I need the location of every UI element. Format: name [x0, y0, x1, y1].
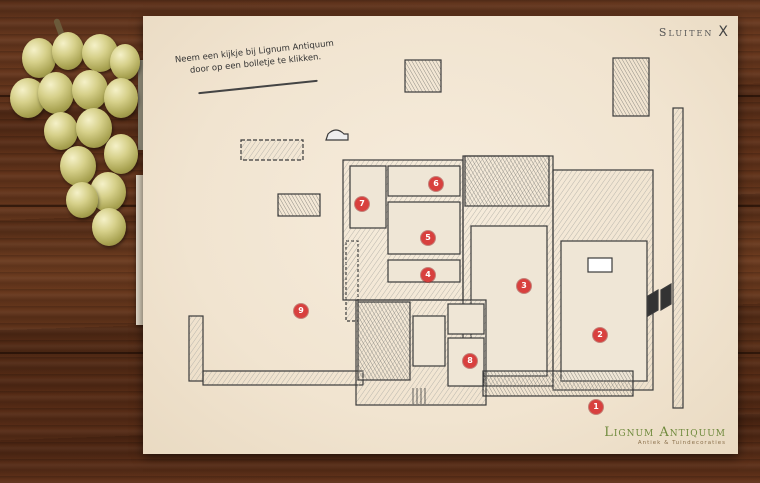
map-marker-9[interactable]: 9 [294, 304, 308, 318]
grape [72, 70, 108, 110]
map-marker-7[interactable]: 7 [355, 197, 369, 211]
grape [60, 146, 96, 186]
map-paper: Sluiten X Neem een kijkje bij Lignum Ant… [143, 16, 738, 454]
grape [44, 112, 78, 150]
grape [76, 108, 112, 148]
map-marker-1[interactable]: 1 [589, 400, 603, 414]
grape [110, 44, 140, 80]
map-marker-4[interactable]: 4 [421, 268, 435, 282]
map-marker-3[interactable]: 3 [517, 279, 531, 293]
map-marker-8[interactable]: 8 [463, 354, 477, 368]
grape [104, 78, 138, 118]
map-marker-2[interactable]: 2 [593, 328, 607, 342]
logo-name: Lignum Antiquum [604, 425, 726, 440]
map-marker-6[interactable]: 6 [429, 177, 443, 191]
map-marker-5[interactable]: 5 [421, 231, 435, 245]
close-label: Sluiten [658, 25, 714, 39]
logo-tagline: Antiek & Tuindecoraties [637, 440, 726, 446]
photo-edge [138, 60, 146, 150]
grape [38, 72, 74, 114]
close-icon: X [718, 24, 730, 40]
grape [66, 182, 98, 218]
grape [104, 134, 138, 174]
close-button[interactable]: Sluiten X [659, 24, 730, 40]
lignum-antiquum-logo: Lignum Antiquum Antiek & Tuindecoraties [604, 425, 726, 446]
floor-plan-drawing [188, 57, 684, 409]
grape [22, 38, 56, 78]
grape [52, 32, 84, 70]
photo-edge [136, 175, 146, 325]
grape [92, 208, 126, 246]
